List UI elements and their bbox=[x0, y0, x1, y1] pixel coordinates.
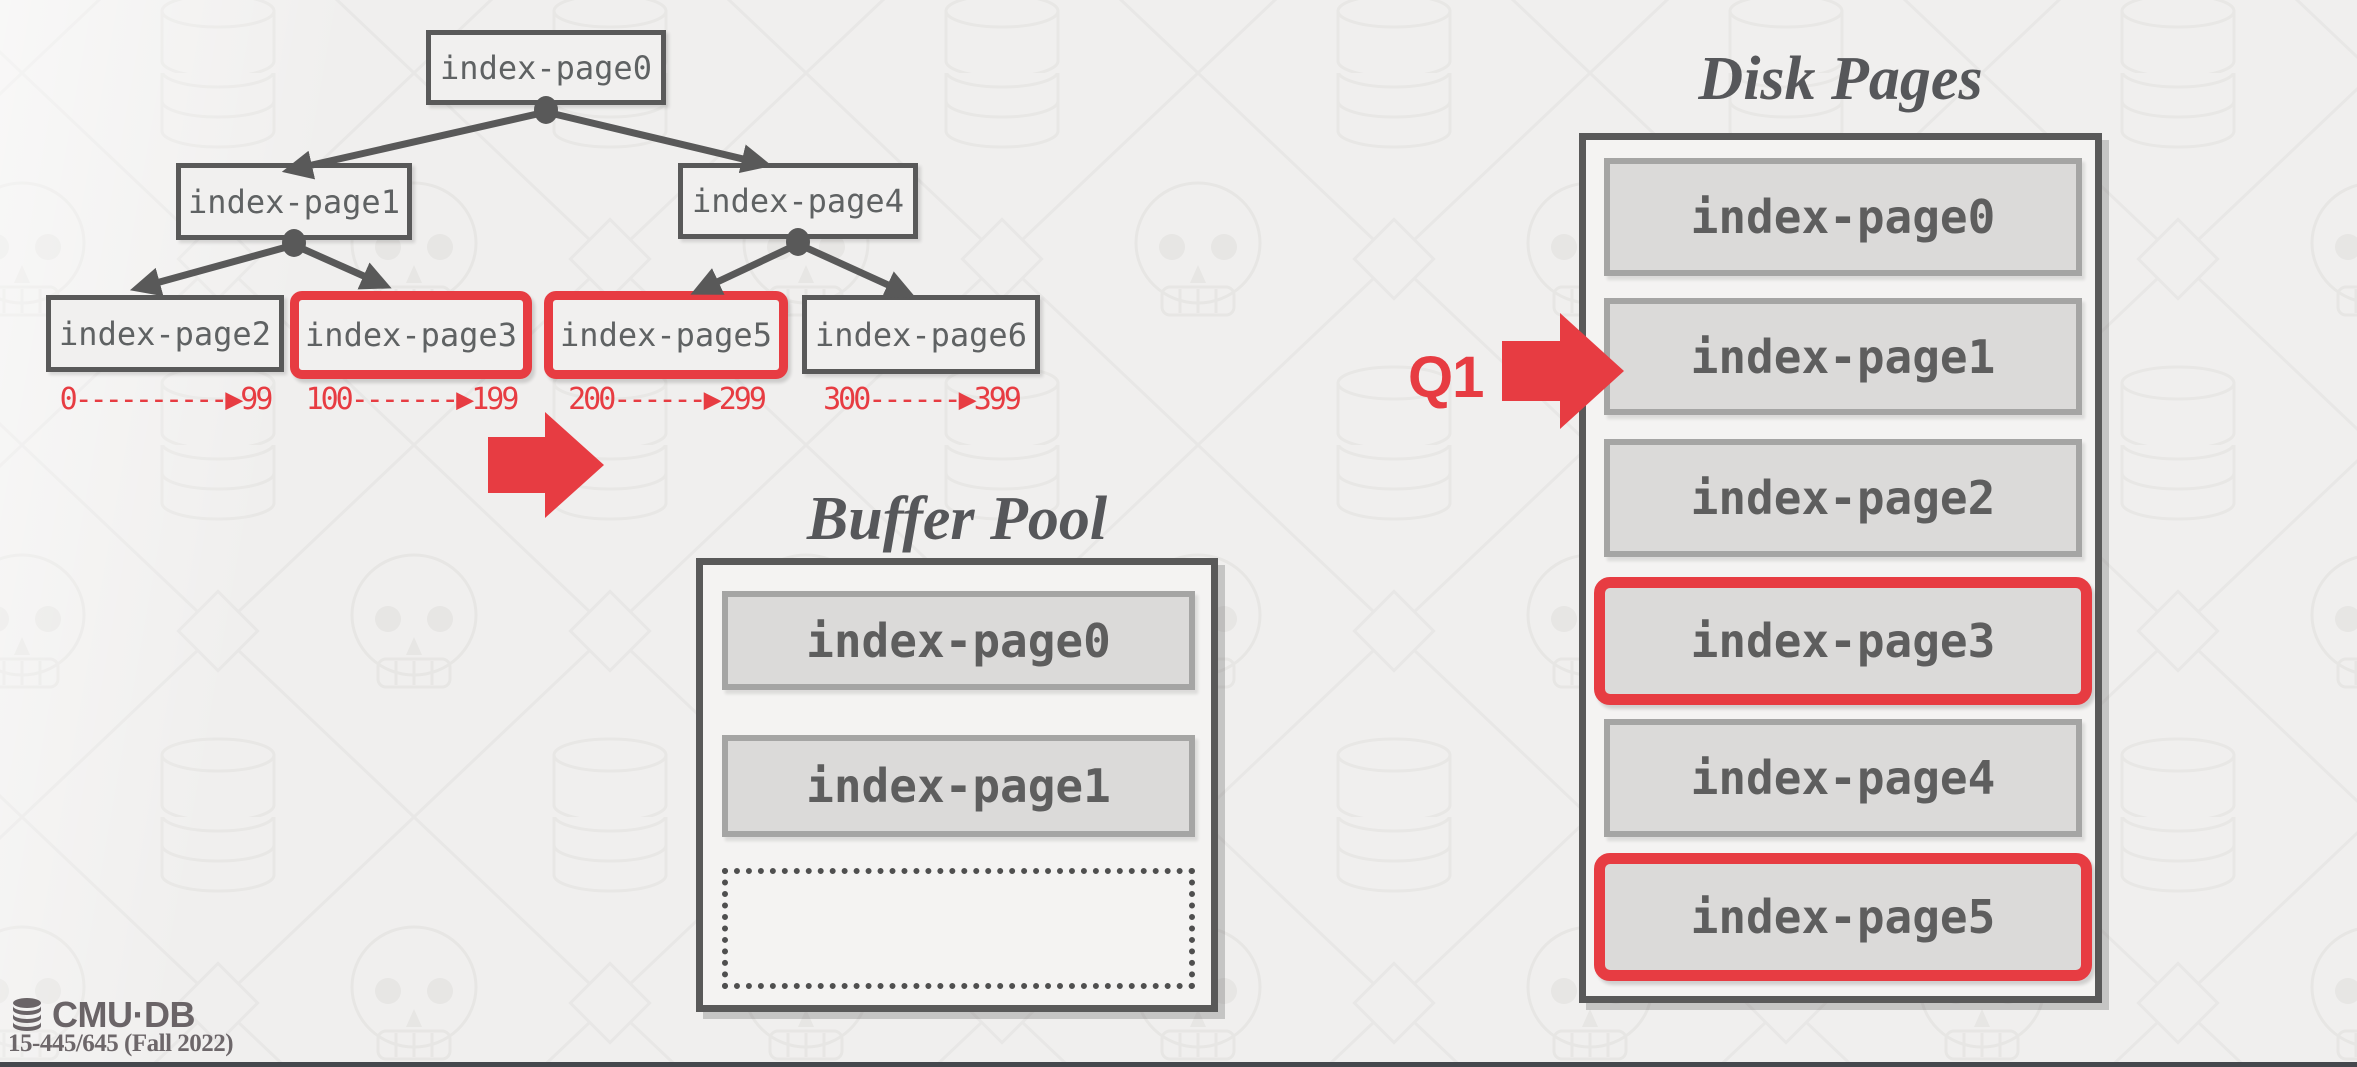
page-label: index-page3 bbox=[1690, 614, 1996, 668]
tree-node-root: index-page0 bbox=[426, 30, 666, 105]
page-label: index-page1 bbox=[806, 759, 1111, 813]
disk-pages-title: Disk Pages bbox=[1698, 45, 1983, 113]
page-label: index-page1 bbox=[1690, 329, 1996, 384]
tree-leaf-node-highlighted: index-page5 bbox=[544, 291, 788, 379]
page-label: index-page2 bbox=[1690, 471, 1996, 525]
key-range-label: 100-------▶199 bbox=[305, 382, 520, 417]
key-range-label: 300------▶399 bbox=[823, 382, 1022, 417]
page-label: index-page4 bbox=[1690, 751, 1996, 805]
tree-leaf-node: index-page6 bbox=[802, 295, 1040, 374]
disk-page-highlighted: index-page5 bbox=[1594, 853, 2092, 981]
tree-node-label: index-page3 bbox=[305, 316, 517, 354]
tree-node-label: index-page0 bbox=[440, 48, 652, 87]
tree-node-label: index-page4 bbox=[692, 182, 904, 220]
page-label: index-page0 bbox=[1690, 190, 1996, 244]
disk-page-highlighted: index-page3 bbox=[1594, 577, 2092, 705]
disk-page: index-page1 bbox=[1604, 298, 2082, 415]
disk-page: index-page0 bbox=[1604, 158, 2082, 276]
tree-node-label: index-page5 bbox=[560, 316, 772, 354]
buffer-pool-page: index-page0 bbox=[722, 591, 1195, 690]
key-range-label: 200------▶299 bbox=[568, 382, 767, 417]
disk-pages-container: index-page0 index-page1 index-page2 inde… bbox=[1579, 133, 2102, 1003]
page-label: index-page5 bbox=[1690, 890, 1996, 944]
tree-node-internal-right: index-page4 bbox=[678, 163, 918, 239]
key-range-label: 0----------▶99 bbox=[59, 382, 274, 417]
tree-leaf-node-highlighted: index-page3 bbox=[290, 291, 532, 379]
tree-leaf-node: index-page2 bbox=[46, 295, 284, 372]
tree-node-label: index-page6 bbox=[815, 315, 1027, 354]
tree-node-internal-left: index-page1 bbox=[176, 163, 412, 240]
course-label: 15-445/645 (Fall 2022) bbox=[8, 1030, 234, 1057]
query-label: Q1 bbox=[1408, 345, 1484, 410]
buffer-pool-page: index-page1 bbox=[722, 735, 1195, 837]
tree-node-label: index-page1 bbox=[188, 182, 400, 221]
cmu-db-logo-icon bbox=[13, 998, 41, 1031]
slide-bottom-edge bbox=[0, 1062, 2357, 1067]
buffer-pool-container: index-page0 index-page1 bbox=[696, 558, 1218, 1012]
page-label: index-page0 bbox=[806, 613, 1111, 668]
disk-page: index-page4 bbox=[1604, 719, 2082, 837]
disk-page: index-page2 bbox=[1604, 439, 2082, 557]
buffer-pool-empty-slot bbox=[722, 868, 1195, 989]
buffer-pool-title: Buffer Pool bbox=[806, 485, 1108, 553]
tree-node-label: index-page2 bbox=[59, 314, 271, 353]
